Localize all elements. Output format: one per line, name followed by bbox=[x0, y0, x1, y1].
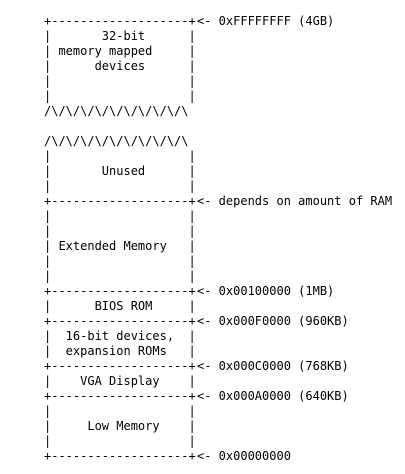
memory-map-art-line: | Extended Memory | bbox=[44, 239, 196, 253]
memory-map-art-line: +-------------------+ bbox=[44, 449, 196, 463]
memory-map-art-line: | | bbox=[44, 254, 196, 268]
address-annotation: <- 0xFFFFFFFF (4GB) bbox=[197, 14, 335, 28]
memory-map-art-line: | | bbox=[44, 149, 196, 163]
memory-map-art-line: | VGA Display | bbox=[44, 374, 196, 388]
address-annotation: <- 0x000C0000 (768KB) bbox=[197, 359, 349, 373]
memory-map-art-line: | Unused | bbox=[44, 164, 196, 178]
memory-map-art-line: +-------------------+ bbox=[44, 359, 196, 373]
memory-map-art-line: | | bbox=[44, 209, 196, 223]
memory-map-art-line: /\/\/\/\/\/\/\/\/\/\ bbox=[44, 134, 189, 148]
memory-map-art-line: | devices | bbox=[44, 59, 196, 73]
memory-map-art-line: | memory mapped | bbox=[44, 44, 196, 58]
memory-map-art-line: | | bbox=[44, 434, 196, 448]
memory-map-art-line: +-------------------+ bbox=[44, 284, 196, 298]
memory-map-art-line: | | bbox=[44, 74, 196, 88]
memory-map-art-line: | | bbox=[44, 179, 196, 193]
memory-map-art-line: | 16-bit devices, | bbox=[44, 329, 196, 343]
address-annotation: <- 0x000A0000 (640KB) bbox=[197, 389, 349, 403]
address-annotation: <- 0x00000000 bbox=[197, 449, 291, 463]
memory-map-art-line: | expansion ROMs | bbox=[44, 344, 196, 358]
address-annotation: <- 0x000F0000 (960KB) bbox=[197, 314, 349, 328]
address-annotation: <- depends on amount of RAM bbox=[197, 194, 393, 208]
memory-map-art-line: | | bbox=[44, 404, 196, 418]
memory-map-art-line: +-------------------+ bbox=[44, 194, 196, 208]
memory-map-art-line: | BIOS ROM | bbox=[44, 299, 196, 313]
address-annotation: <- 0x00100000 (1MB) bbox=[197, 284, 335, 298]
memory-map-art-line: +-------------------+ bbox=[44, 14, 196, 28]
memory-map-art-line: | Low Memory | bbox=[44, 419, 196, 433]
memory-map-art-line: | | bbox=[44, 224, 196, 238]
memory-map-art-line: | | bbox=[44, 89, 196, 103]
memory-map-art-line: /\/\/\/\/\/\/\/\/\/\ bbox=[44, 104, 189, 118]
memory-map-art-line: +-------------------+ bbox=[44, 314, 196, 328]
memory-map-art-line: | 32-bit | bbox=[44, 29, 196, 43]
memory-map-art-line: | | bbox=[44, 269, 196, 283]
memory-map-art-line: +-------------------+ bbox=[44, 389, 196, 403]
